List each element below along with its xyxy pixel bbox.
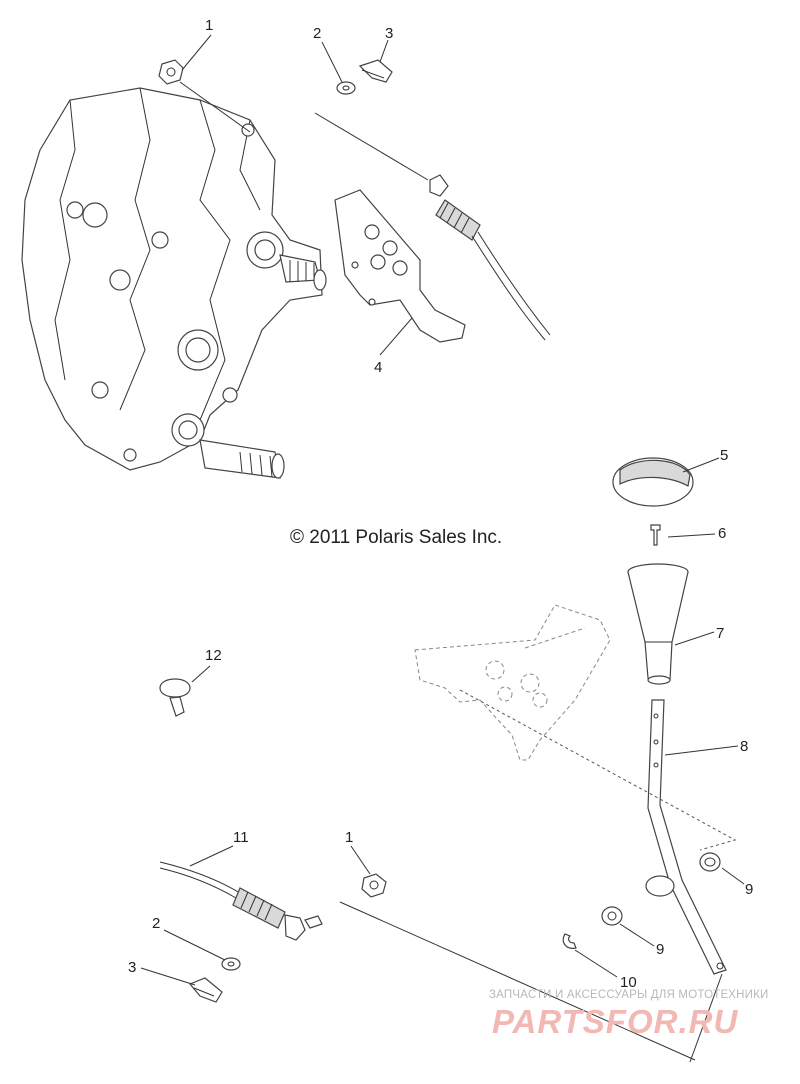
transmission-assembly bbox=[21, 87, 327, 479]
watermark-tagline: ЗАПЧАСТИ И АКСЕССУАРЫ ДЛЯ МОТОТЕХНИКИ bbox=[489, 989, 769, 1001]
callout-labels: 1 2 3 4 5 6 7 8 9 9 10 11 12 1 2 3 bbox=[128, 17, 753, 991]
clamp-part-12 bbox=[159, 678, 191, 717]
shift-knob-part-5 bbox=[612, 457, 694, 507]
shift-cable-lower bbox=[159, 861, 323, 941]
bracket-part-4 bbox=[334, 189, 466, 343]
callout-1-lower: 1 bbox=[345, 829, 353, 846]
clip-part-3-lower bbox=[189, 977, 223, 1003]
assembly-dashed-line bbox=[459, 689, 737, 851]
callout-2-top: 2 bbox=[313, 25, 321, 42]
nut-part-1-lower bbox=[361, 873, 387, 898]
callout-4: 4 bbox=[374, 359, 382, 376]
leader-lines bbox=[140, 34, 745, 1063]
watermark-logo: PARTSFOR.RU bbox=[492, 1003, 739, 1040]
clip-part-3 bbox=[358, 59, 393, 83]
callout-1-top: 1 bbox=[205, 17, 213, 34]
shift-boot-part-7 bbox=[627, 563, 689, 685]
callout-9-lower: 9 bbox=[656, 941, 664, 958]
callout-7: 7 bbox=[716, 625, 724, 642]
shift-cable-upper bbox=[429, 174, 551, 341]
nut-part-1 bbox=[158, 59, 184, 85]
callout-12: 12 bbox=[205, 647, 222, 664]
callout-6: 6 bbox=[718, 525, 726, 542]
bracket-reference-outline bbox=[414, 604, 611, 761]
callout-9-upper: 9 bbox=[745, 881, 753, 898]
washer-part-2-lower bbox=[221, 957, 241, 971]
bushing-part-9 bbox=[601, 906, 623, 926]
shift-lever-part-8 bbox=[645, 699, 727, 975]
callout-11: 11 bbox=[233, 829, 249, 846]
callout-10: 10 bbox=[620, 974, 637, 991]
eclip-part-10 bbox=[562, 933, 577, 949]
callout-8: 8 bbox=[740, 738, 748, 755]
callout-5: 5 bbox=[720, 447, 728, 464]
callout-3-top: 3 bbox=[385, 25, 393, 42]
screw-part-6 bbox=[650, 524, 661, 546]
washer-part-2 bbox=[336, 81, 356, 95]
callout-3-lower: 3 bbox=[128, 959, 136, 976]
copyright-notice: © 2011 Polaris Sales Inc. bbox=[290, 527, 502, 548]
callout-2-lower: 2 bbox=[152, 915, 160, 932]
